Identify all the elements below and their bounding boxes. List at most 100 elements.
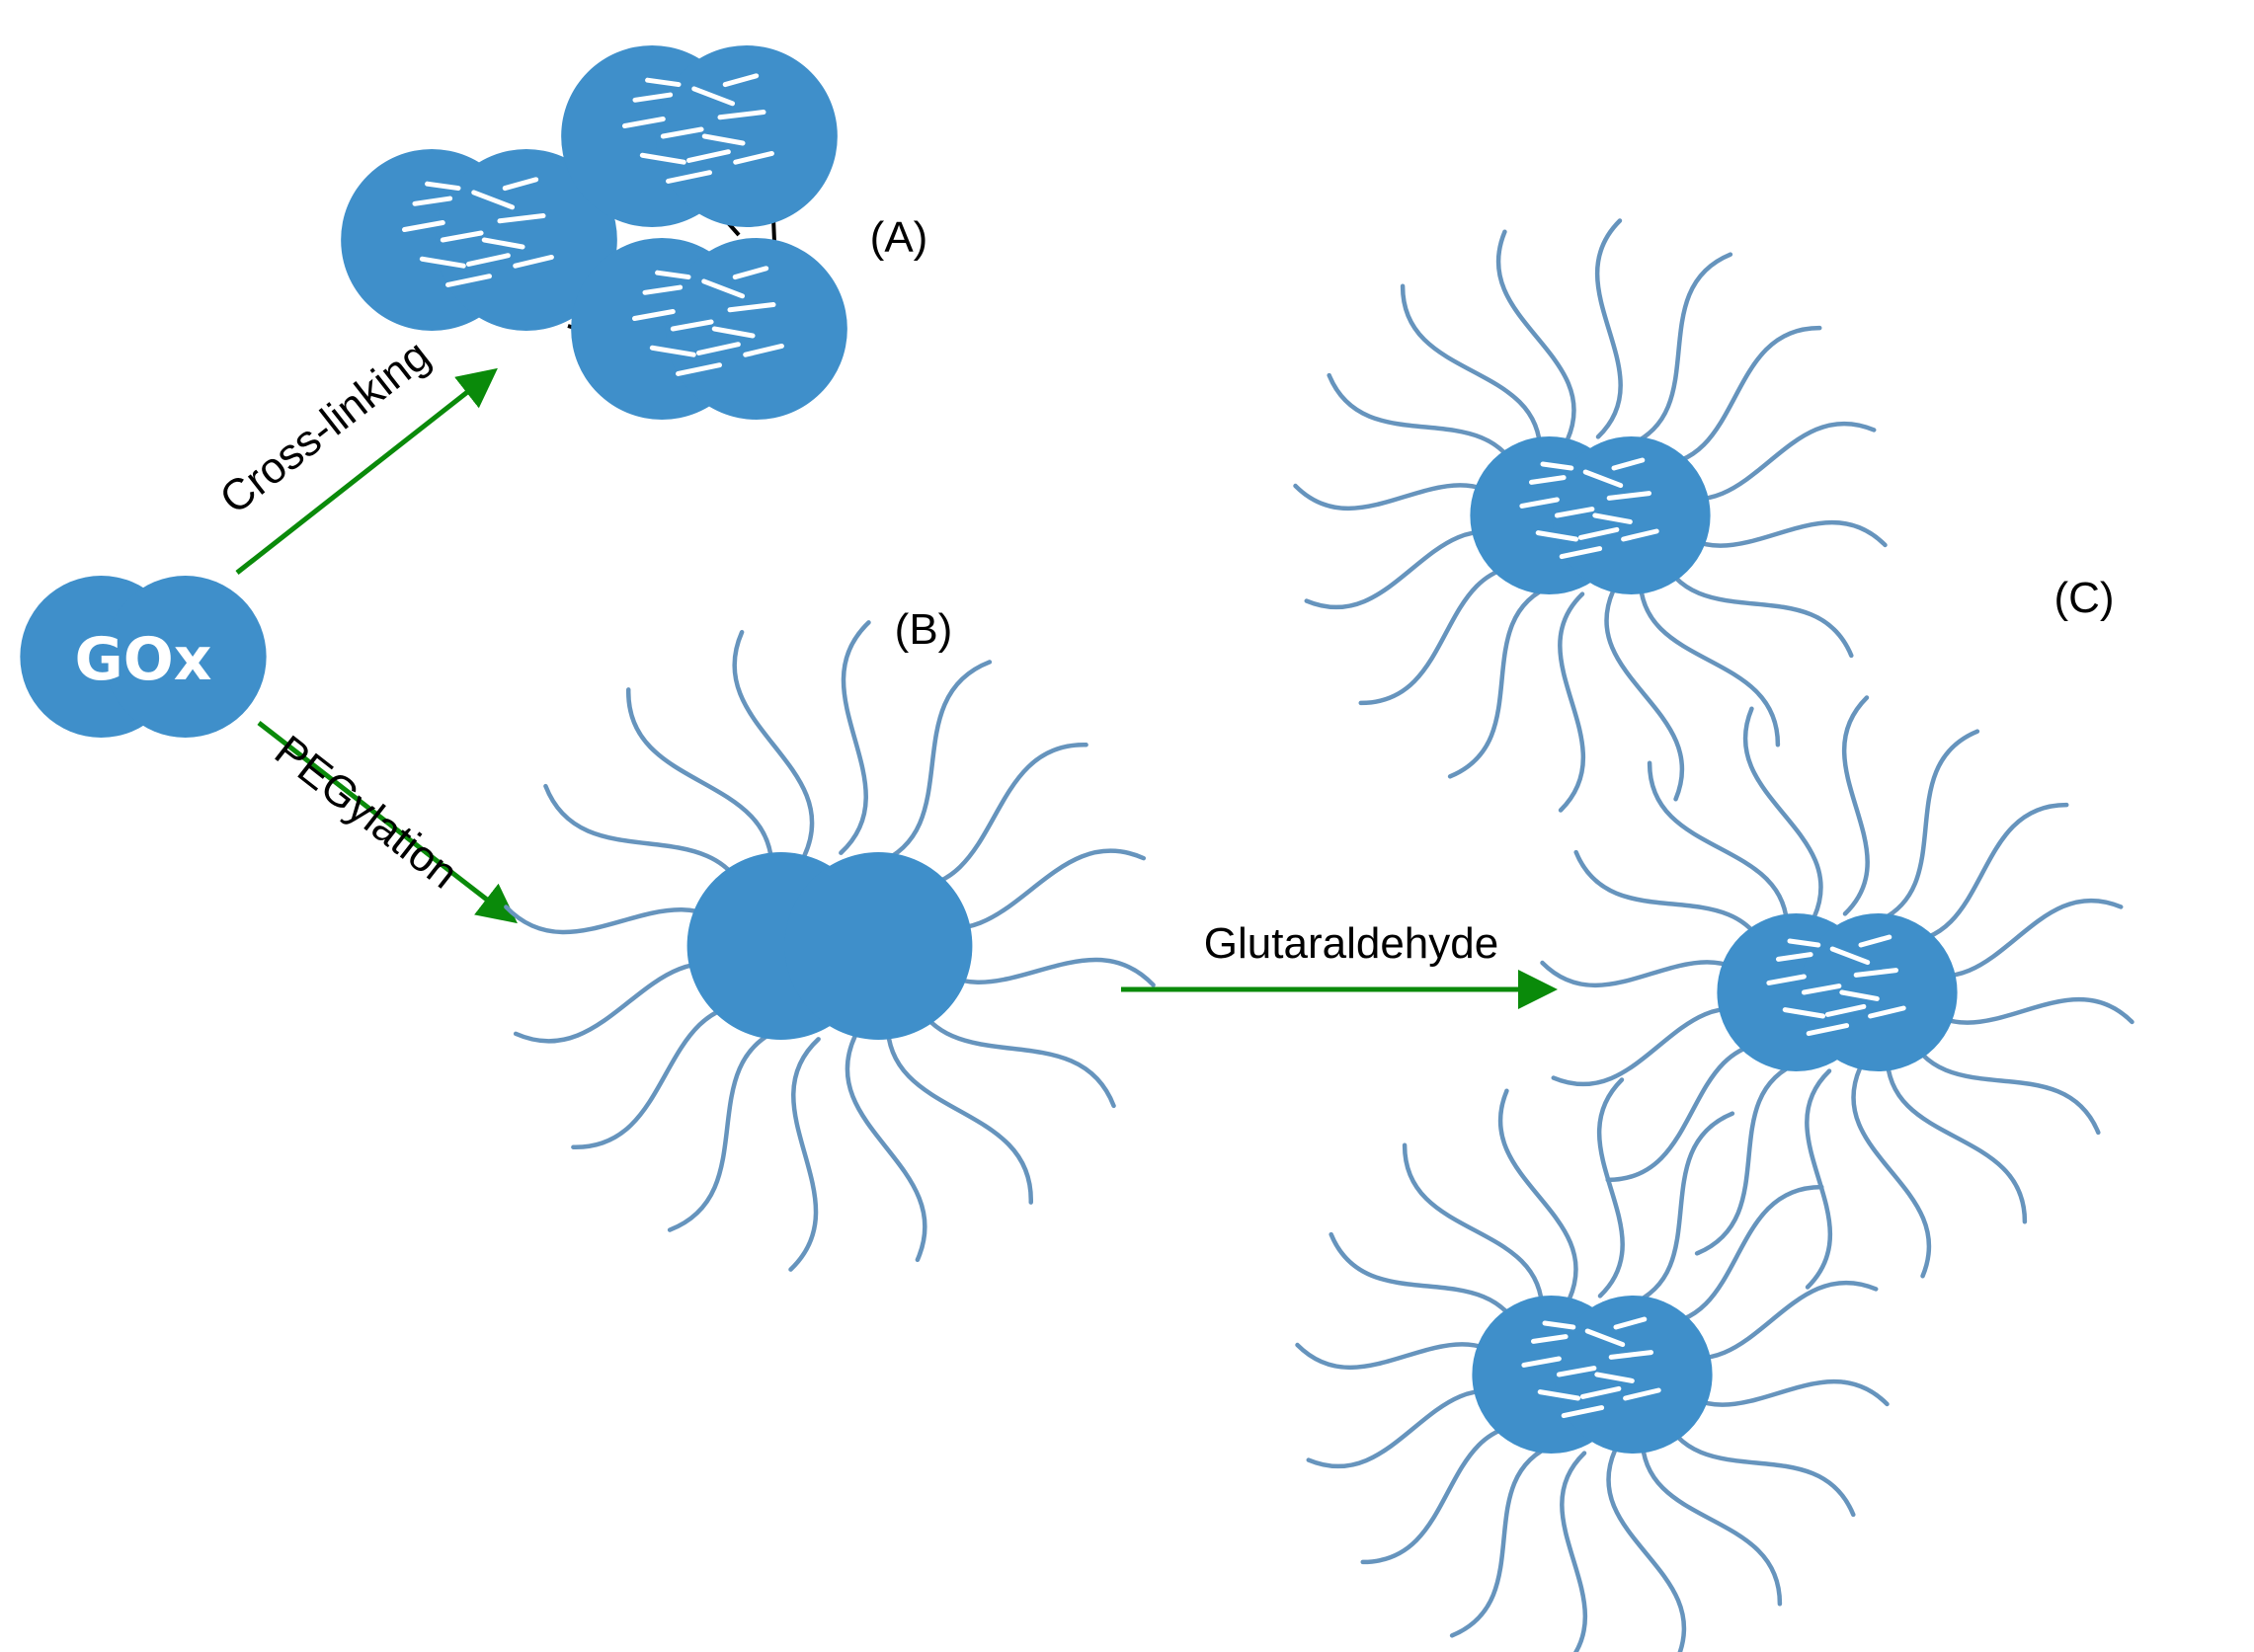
peg-chain — [1627, 1111, 1735, 1307]
peg-chain — [1402, 1142, 1545, 1316]
rod — [1528, 475, 1567, 485]
rod — [1577, 526, 1620, 540]
pegylated-enzyme — [504, 620, 1156, 1272]
rod — [645, 77, 682, 88]
rod — [727, 302, 776, 313]
rod — [1582, 469, 1624, 489]
peg-chain — [873, 660, 993, 867]
rod — [711, 326, 756, 339]
rod — [1824, 1003, 1867, 1017]
label-c: (C) — [2053, 574, 2114, 622]
rod — [1623, 1387, 1661, 1401]
rod — [1621, 528, 1659, 542]
enzyme-lobe — [1554, 1296, 1713, 1454]
rod — [1579, 1385, 1622, 1399]
peg-chain — [1328, 1231, 1525, 1340]
glutaraldehyde-label: Glutaraldehyde — [1204, 919, 1498, 968]
rod — [1561, 1405, 1605, 1419]
rod — [425, 181, 461, 192]
rod — [621, 117, 666, 129]
rod — [1519, 497, 1560, 509]
peg-chain — [1742, 706, 1823, 919]
peg-chain — [1640, 1433, 1783, 1607]
rod — [440, 230, 484, 243]
rod — [639, 152, 686, 165]
rod — [691, 86, 736, 107]
pegylation-arrow — [257, 721, 518, 924]
rod — [1530, 1334, 1569, 1344]
peg-chain — [885, 1017, 1033, 1205]
peg-chain — [1659, 1409, 1856, 1518]
rod — [1554, 507, 1595, 518]
rod — [631, 309, 676, 322]
label-a: (A) — [870, 213, 928, 262]
rod — [1542, 1320, 1576, 1330]
rod — [670, 319, 714, 332]
rod — [632, 92, 674, 103]
peg-chain — [1573, 849, 1770, 958]
enzyme-particle — [341, 149, 617, 331]
rod — [743, 343, 784, 357]
peg-chain — [1694, 1060, 1803, 1256]
peg-chain — [1885, 1051, 2028, 1224]
rod — [466, 253, 511, 267]
rod — [701, 278, 746, 299]
enzyme-lobe — [1552, 436, 1711, 594]
peg-chain — [732, 629, 815, 858]
rod — [481, 237, 525, 250]
rod — [1584, 1328, 1626, 1348]
enzyme-lobe — [784, 852, 973, 1040]
rod — [666, 170, 712, 184]
enzyme-particle — [561, 45, 838, 227]
rod — [401, 220, 445, 233]
rod — [1535, 530, 1579, 542]
enzyme-lobe — [104, 576, 267, 738]
rod — [1782, 1007, 1826, 1019]
gox-label: GOx — [75, 625, 212, 694]
rod — [642, 284, 684, 295]
pegylation-label: PEGylation — [266, 727, 467, 899]
peg-chain — [667, 1025, 786, 1232]
rod — [1858, 934, 1892, 948]
peg-chain — [1558, 591, 1586, 813]
rod — [722, 73, 760, 88]
rod — [1594, 1372, 1635, 1383]
peg-chain — [1904, 1027, 2101, 1136]
peg-chain — [1657, 550, 1854, 659]
rod — [1521, 1356, 1562, 1368]
peg-chain — [1851, 1065, 1932, 1279]
rod — [1868, 1005, 1906, 1019]
rod — [655, 270, 691, 280]
peg-chain — [1638, 574, 1781, 747]
peg-chain — [1841, 695, 1870, 916]
rod — [1606, 491, 1652, 501]
rod — [732, 266, 769, 280]
rod — [1787, 938, 1821, 948]
rod — [1537, 1389, 1581, 1401]
peg-chain — [626, 687, 774, 875]
rod — [660, 126, 704, 139]
rod — [733, 150, 774, 165]
rod — [696, 342, 741, 355]
peg-chain — [1647, 760, 1790, 934]
peg-chain — [1604, 589, 1685, 802]
crosslinked-aggregate — [341, 45, 847, 420]
peg-chain — [1449, 1442, 1558, 1638]
rod — [1613, 1316, 1648, 1330]
rod — [1608, 1350, 1654, 1360]
rod — [497, 213, 546, 224]
peg-chain — [788, 1037, 821, 1272]
enzyme-lobe — [665, 238, 847, 420]
peg-chain — [1495, 229, 1576, 442]
rod — [1559, 546, 1603, 560]
rod — [1540, 461, 1574, 471]
pegylated-crosslinked-enzyme — [1540, 695, 2134, 1290]
peg-chain — [1805, 1068, 1833, 1290]
peg-chain — [1872, 729, 1980, 925]
rod — [412, 196, 453, 206]
peg-chain — [1606, 1448, 1687, 1652]
enzyme-lobe — [1799, 913, 1958, 1071]
peg-chain — [1447, 583, 1556, 779]
enzyme-particle — [571, 238, 847, 420]
